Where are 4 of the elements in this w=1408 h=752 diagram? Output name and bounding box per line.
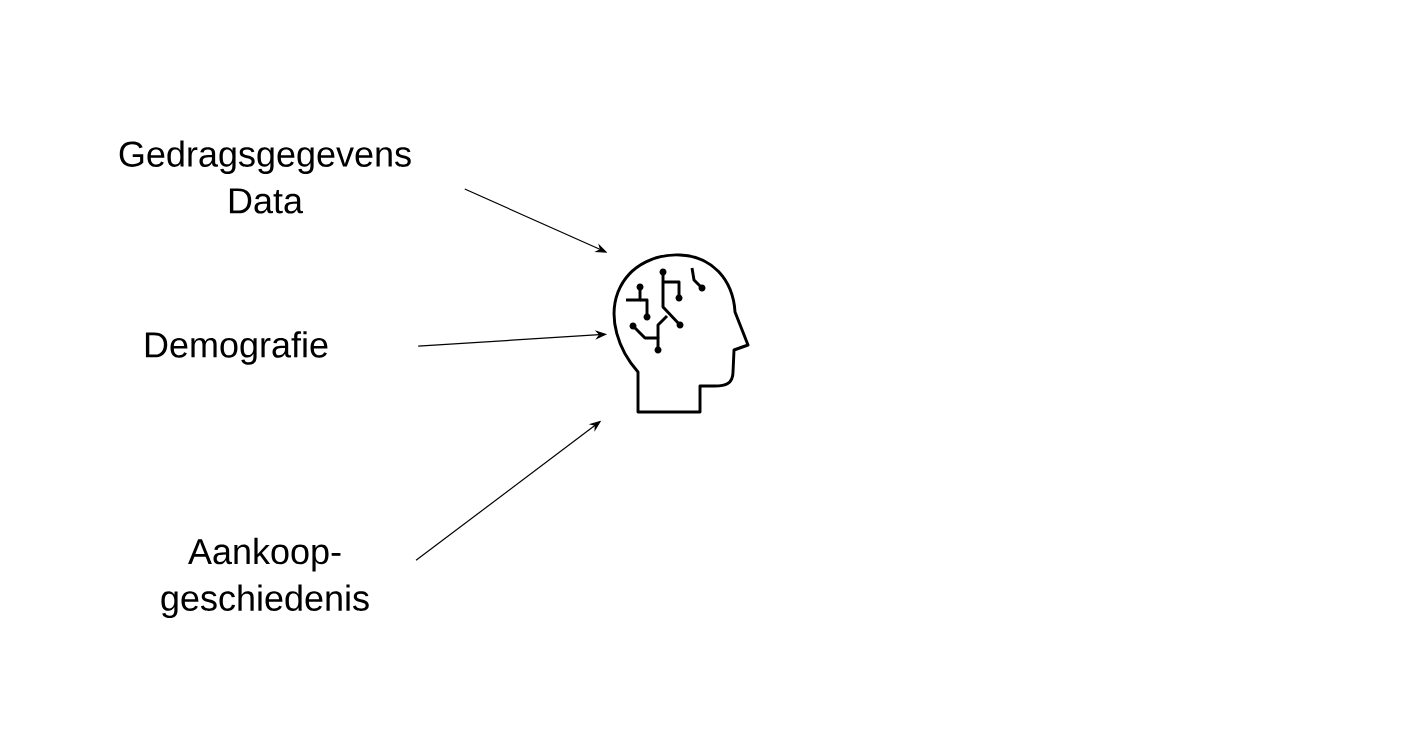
input-label: Gedragsgegevens Data: [119, 140, 411, 214]
head-circuit-drawing: [612, 253, 750, 414]
input-label: Aankoop-geschiedenis: [161, 537, 369, 619]
input-label: Demografie: [145, 331, 328, 365]
